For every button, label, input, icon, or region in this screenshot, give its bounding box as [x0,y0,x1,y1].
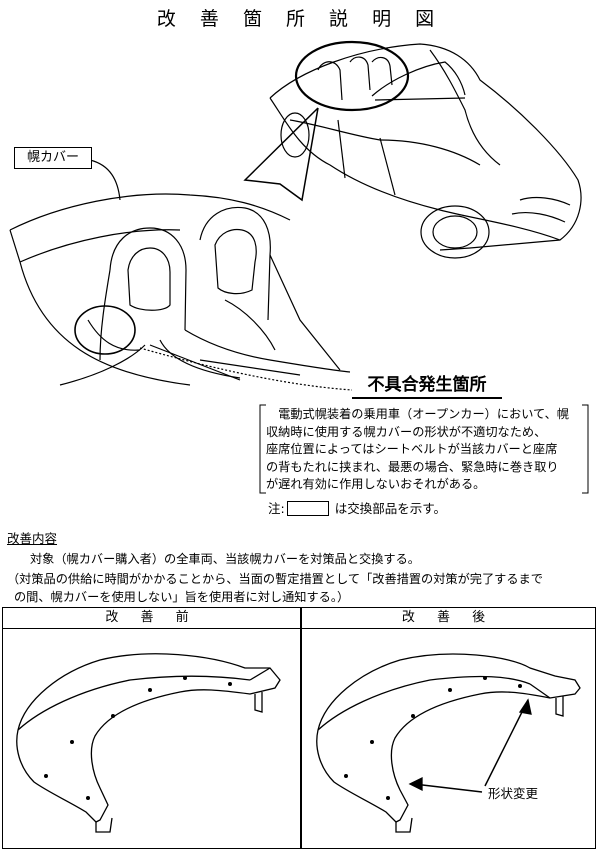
defect-description: 電動式幌装着の乗用車（オープンカー）において、幌 収納時に使用する幌カバーの形状… [266,406,590,494]
after-column-header: 改 善 後 [301,608,595,629]
column-divider [300,608,302,848]
note-suffix: は交換部品を示す。 [334,501,446,516]
defect-line: 座席位置によってはシートベルトが当該カバーと座席 [266,442,558,457]
before-column-header: 改 善 前 [3,608,300,629]
improvement-text: （対策品の供給に時間がかかることから、当面の暫定措置として「改善措置の対策が完了… [7,572,543,586]
hood-cover-label: 幌カバー [14,147,92,169]
defect-line: 電動式幌装着の乗用車（オープンカー）において、幌 [266,407,569,421]
defect-line: が遅れ有効に作用しないおそれがある。 [266,477,486,492]
defect-location-title: 不具合発生箇所 [352,373,502,399]
defect-description-bracket [259,404,589,494]
defect-line: 収納時に使用する幌カバーの形状が不適切なため、 [266,424,547,439]
improvement-text: の間、幌カバーを使用しない」旨を使用者に対し通知する。） [14,590,350,604]
replacement-part-legend-box [286,501,329,516]
legend-note: 注: は交換部品を示す。 [268,501,446,517]
defect-line: の背もたれに挟まれ、最悪の場合、緊急時に巻き取り [266,459,559,474]
page-title: 改 善 箇 所 説 明 図 [156,8,444,30]
improvement-text: 対象（幌カバー購入者）の全車両、当該幌カバーを対策品と交換する。 [30,552,420,566]
shape-change-label: 形状変更 [488,786,539,801]
note-prefix: 注: [268,501,285,516]
improvement-heading: 改善内容 [7,531,58,546]
comparison-table: 改 善 前 改 善 後 [2,607,596,849]
